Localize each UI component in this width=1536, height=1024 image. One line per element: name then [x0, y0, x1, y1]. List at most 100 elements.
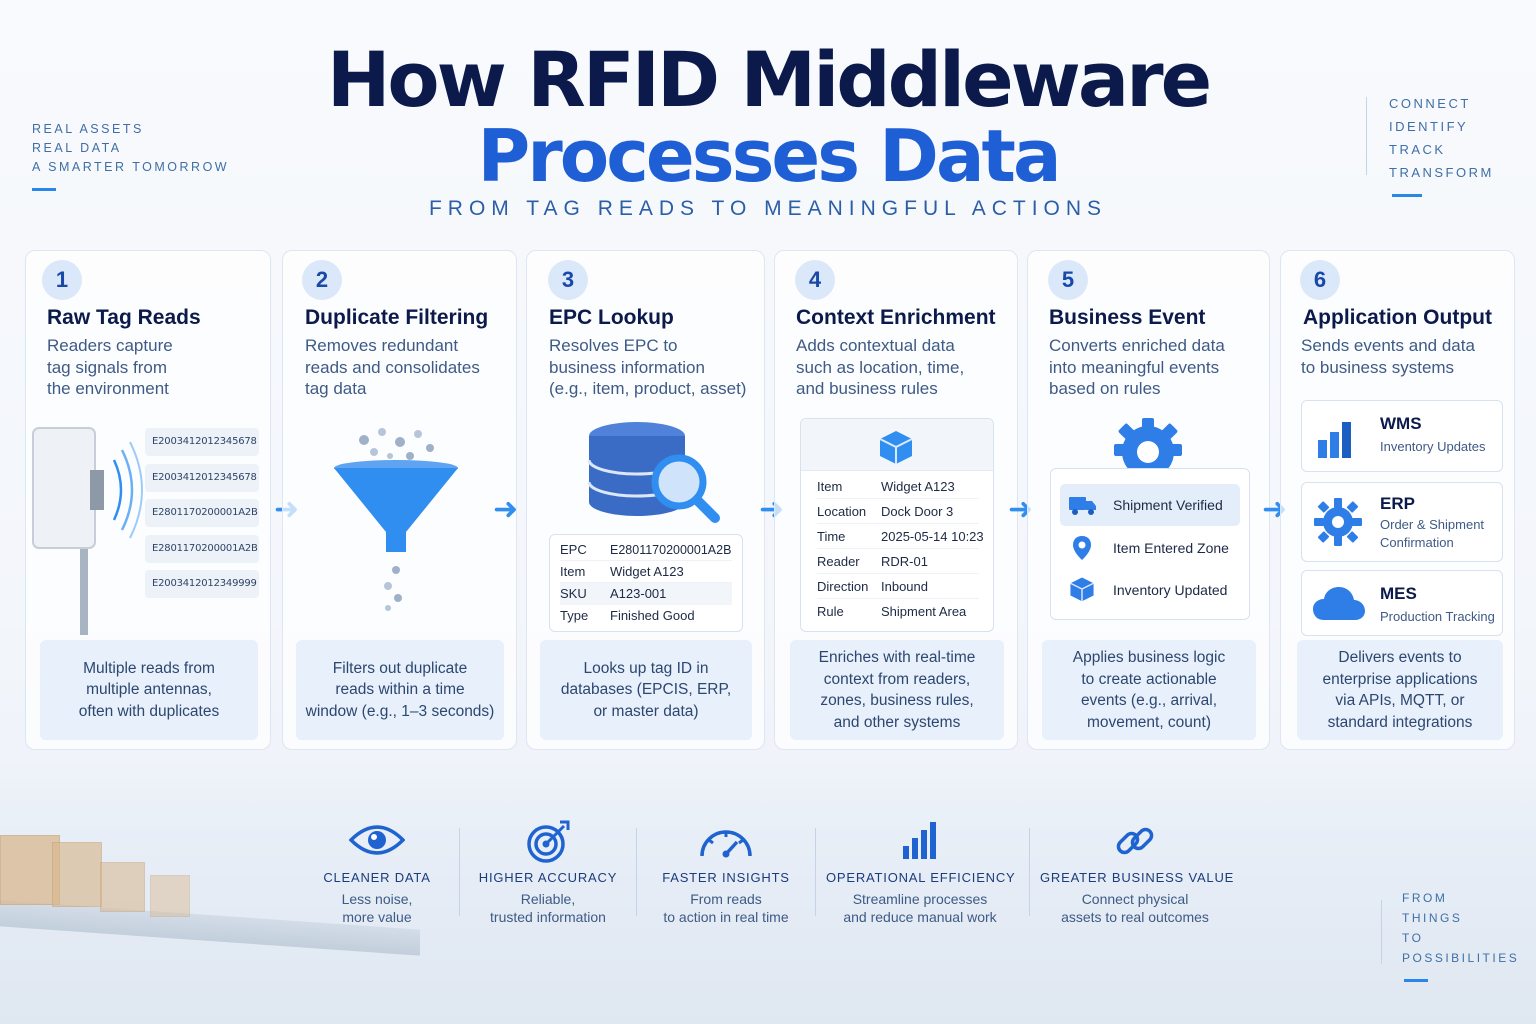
output-desc: Production Tracking [1380, 609, 1495, 624]
warehouse-background [0, 760, 1536, 1024]
tag-read: E2003412012345678 [145, 464, 259, 492]
output-desc: Inventory Updates [1380, 439, 1486, 454]
eye-icon [349, 825, 405, 855]
tag-read: E2801170200001A2B [145, 499, 259, 527]
step-description: Converts enriched data into meaningful e… [1049, 336, 1225, 398]
step-number: 1 [42, 260, 82, 300]
divider-line [1381, 900, 1382, 964]
page-subtitle: FROM TAG READS TO MEANINGFUL ACTIONS [428, 197, 1108, 220]
divider-line [815, 828, 816, 916]
bar-chart-icon [903, 822, 936, 859]
page-title-line2: Processes Data [477, 114, 1061, 198]
event-label: Inventory Updated [1113, 582, 1228, 598]
box-icon [1070, 577, 1094, 602]
benefit-operational-efficiency: OPERATIONAL EFFICIENCY Streamline proces… [826, 820, 1016, 926]
bar-chart-icon [1318, 422, 1351, 458]
gear-icon [1114, 418, 1182, 482]
step-title: Context Enrichment [796, 306, 996, 329]
divider-line [1366, 97, 1367, 175]
gear-icon [1314, 498, 1362, 546]
benefit-cleaner-data: CLEANER DATA Less noise,more value [305, 820, 449, 926]
tag-read: E2003412012349999 [145, 570, 259, 598]
step-title: Duplicate Filtering [305, 306, 489, 329]
accent-dash [1392, 194, 1422, 197]
step-title: Raw Tag Reads [47, 306, 201, 329]
step-number: 2 [302, 260, 342, 300]
event-label: Shipment Verified [1113, 497, 1223, 513]
box-icon [879, 431, 913, 464]
tag-read: E2801170200001A2B [145, 535, 259, 563]
step-number: 5 [1048, 260, 1088, 300]
rfid-reader-icon [32, 427, 143, 635]
divider-line [459, 828, 460, 916]
benefit-title: GREATER BUSINESS VALUE [1040, 870, 1235, 885]
tagline-line: A SMARTER TOMORROW [32, 160, 230, 174]
accent-dash [32, 188, 56, 191]
box-stack [52, 842, 102, 907]
location-pin-icon [1073, 536, 1091, 560]
divider-line [636, 828, 637, 916]
benefit-title: FASTER INSIGHTS [662, 870, 790, 885]
output-name: WMS [1380, 414, 1422, 433]
event-label: Item Entered Zone [1113, 540, 1229, 556]
step-description: Removes redundant reads and consolidates… [305, 336, 480, 398]
step-number: 6 [1300, 260, 1340, 300]
benefit-title: CLEANER DATA [323, 870, 431, 885]
step-number: 3 [548, 260, 588, 300]
page-title-line1: How RFID Middleware [326, 35, 1212, 124]
divider-line [1029, 828, 1030, 916]
benefit-desc: Reliable,trusted information [490, 891, 606, 925]
cloud-icon [1313, 587, 1365, 620]
tagline-line: IDENTIFY [1389, 119, 1469, 134]
benefit-higher-accuracy: HIGHER ACCURACY Reliable,trusted informa… [468, 820, 628, 926]
box-stack [100, 862, 145, 912]
context-panel-header [801, 419, 993, 471]
accent-dash [1404, 979, 1428, 982]
step-title: Business Event [1049, 306, 1206, 329]
output-name: ERP [1380, 494, 1415, 513]
step-title: Application Output [1303, 306, 1492, 329]
tagline-line: TRANSFORM [1389, 165, 1494, 180]
benefit-title: OPERATIONAL EFFICIENCY [826, 870, 1016, 885]
right-tagline: CONNECT IDENTIFY TRACK TRANSFORM [1389, 92, 1494, 184]
benefit-title: HIGHER ACCURACY [478, 870, 618, 885]
database-search-icon [587, 422, 720, 523]
flow-arrow-icon: ➜ [493, 493, 519, 526]
link-icon [1116, 827, 1154, 855]
step-description: Resolves EPC to business information (e.… [549, 336, 747, 398]
speedometer-icon [700, 830, 752, 858]
tagline-line: REAL ASSETS [32, 122, 144, 136]
truck-icon [1069, 497, 1096, 515]
tag-read: E2003412012345678 [145, 428, 259, 456]
target-icon [527, 820, 570, 863]
box-stack [150, 875, 190, 917]
step-description: Adds contextual data such as location, t… [796, 336, 965, 398]
tagline-line: REAL DATA [32, 141, 122, 155]
step-description: Sends events and data to business system… [1301, 336, 1475, 377]
benefit-desc: Less noise,more value [341, 891, 413, 925]
